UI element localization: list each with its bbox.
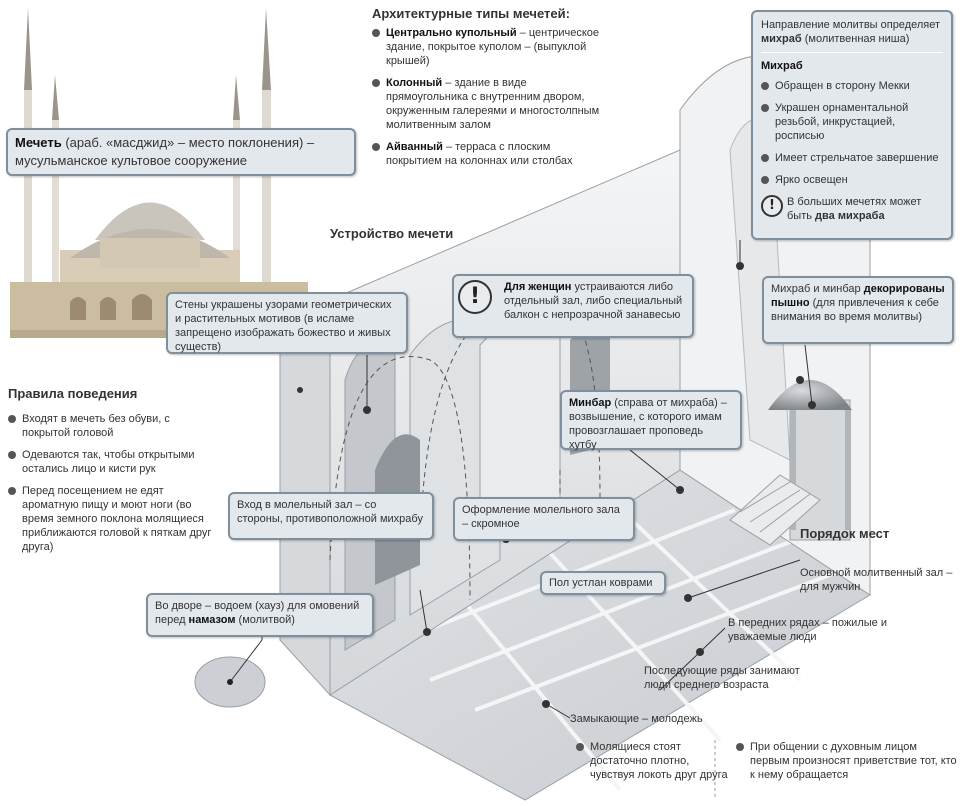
bullet-icon — [372, 79, 380, 87]
bullet-icon — [761, 154, 769, 162]
minbar-callout: Минбар (справа от михраба) – возвышение,… — [560, 390, 742, 451]
bullet-icon — [372, 143, 380, 151]
mihrab-panel: Направление молитвы определяет михраб (м… — [751, 10, 953, 240]
types-title: Архитектурные типы мечетей: — [372, 6, 570, 21]
bullet-icon — [372, 29, 380, 37]
order-last-rows: Последующие ряды занимают люди среднего … — [644, 665, 800, 691]
bullet-icon — [8, 487, 16, 495]
pool-callout: Во дворе – водоем (хауз) для омовений пе… — [146, 593, 374, 637]
mosque-definition: Мечеть (араб. «масджид» – место поклонен… — [6, 128, 356, 176]
women-callout: Для женщин устраиваются либо отдельный з… — [452, 274, 694, 338]
rules-title: Правила поведения — [8, 386, 138, 401]
rules-item: Одеваются так, чтобы открытыми остались … — [8, 448, 218, 476]
structure-title: Устройство мечети — [330, 226, 454, 241]
divider — [761, 52, 943, 53]
carpets-callout: Пол устлан коврами — [540, 571, 666, 595]
bullet-icon — [576, 743, 584, 751]
order-closing: Замыкающие – молодежь — [570, 713, 703, 725]
types-item-central: Центрально купольный – центрическое здан… — [372, 26, 604, 68]
bullet-icon — [736, 743, 744, 751]
bottom-note-item: При общении с духовным лицом первым прои… — [736, 740, 958, 782]
rules-item: Входят в мечеть без обуви, с покрытой го… — [8, 412, 218, 440]
order-main-hall: Основной молитвенный зал – для мужчин — [800, 567, 953, 593]
types-item-column: Колонный – здание в виде прямоугольника … — [372, 76, 604, 132]
mihrab-item: Обращен в сторону Мекки — [761, 79, 943, 93]
mihrab-title: Михраб — [761, 60, 803, 72]
entrance-callout: Вход в молельный зал – со стороны, проти… — [228, 492, 434, 540]
order-title: Порядок мест — [800, 526, 890, 541]
bullet-icon — [761, 104, 769, 112]
rules-item: Перед посещением не едят ароматную пищу … — [8, 484, 218, 554]
bullet-icon — [8, 451, 16, 459]
types-item-aivan: Айванный – терраса с плоским покрытием н… — [372, 140, 604, 168]
exclamation-icon: ! — [761, 195, 783, 217]
types-list: Центрально купольный – центрическое здан… — [372, 26, 604, 176]
mihrab-item: Имеет стрельчатое завершение — [761, 151, 943, 165]
mihrab-item: Ярко освещен — [761, 173, 943, 187]
rules-list: Входят в мечеть без обуви, с покрытой го… — [8, 412, 218, 562]
decor-callout: Оформление молельного зала – скромное — [453, 497, 635, 541]
mihrab-item: Украшен орнаментальной резьбой, инкруста… — [761, 101, 943, 143]
mihrab-intro: Направление молитвы определяет михраб (м… — [761, 19, 941, 45]
mihrab-note: ! В больших мечетях может быть два михра… — [761, 195, 943, 223]
bullet-icon — [761, 82, 769, 90]
walls-callout: Стены украшены узорами геометрических и … — [166, 292, 408, 354]
bottom-note-left: Молящиеся стоят достаточно плотно, чувст… — [576, 740, 736, 790]
decorated-callout: Михраб и минбар декорированы пышно (для … — [762, 276, 954, 344]
bullet-icon — [761, 176, 769, 184]
bullet-icon — [8, 415, 16, 423]
exclamation-icon: ! — [458, 280, 492, 314]
bottom-note-item: Молящиеся стоят достаточно плотно, чувст… — [576, 740, 736, 782]
order-front-rows: В передних рядах – пожилые и уважаемые л… — [728, 617, 887, 643]
bottom-note-right: При общении с духовным лицом первым прои… — [736, 740, 958, 790]
